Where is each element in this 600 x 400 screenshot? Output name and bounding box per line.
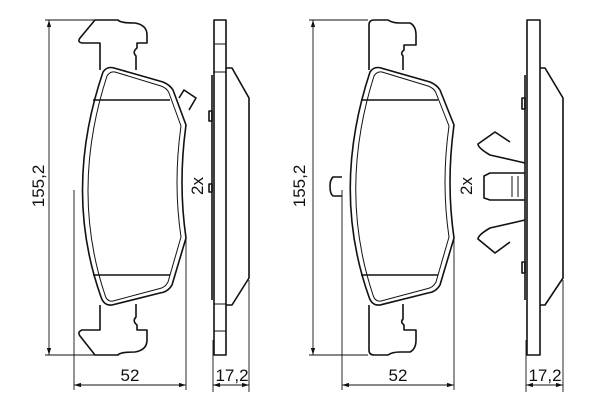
wear-sensor-tab (329, 176, 342, 197)
right-width-dimension: 52 (341, 190, 455, 390)
right-height-dimension: 155,2 (290, 19, 368, 356)
backplate-outline (78, 19, 148, 356)
right-pad-side-view: 17,2 (521, 19, 564, 392)
friction-material-outline (349, 66, 455, 306)
quantity-label: 2x (457, 177, 476, 195)
thickness-label: 17,2 (528, 366, 561, 385)
quantity-label: 2x (188, 177, 207, 195)
right-pad-front-view (329, 19, 455, 356)
left-height-dimension: 155,2 (29, 19, 95, 356)
height-label: 155,2 (290, 165, 309, 208)
left-width-dimension: 52 (73, 190, 187, 390)
height-label: 155,2 (29, 165, 48, 208)
width-label: 52 (121, 366, 140, 385)
backplate-outline (368, 19, 417, 356)
thickness-label: 17,2 (215, 366, 248, 385)
left-pad-side-view: 17,2 (208, 19, 250, 392)
wear-sensor-tab (178, 89, 197, 111)
width-label: 52 (389, 366, 408, 385)
retaining-clip (477, 131, 526, 254)
left-pad-front-view (78, 19, 197, 356)
friction-material-outline (81, 66, 187, 306)
